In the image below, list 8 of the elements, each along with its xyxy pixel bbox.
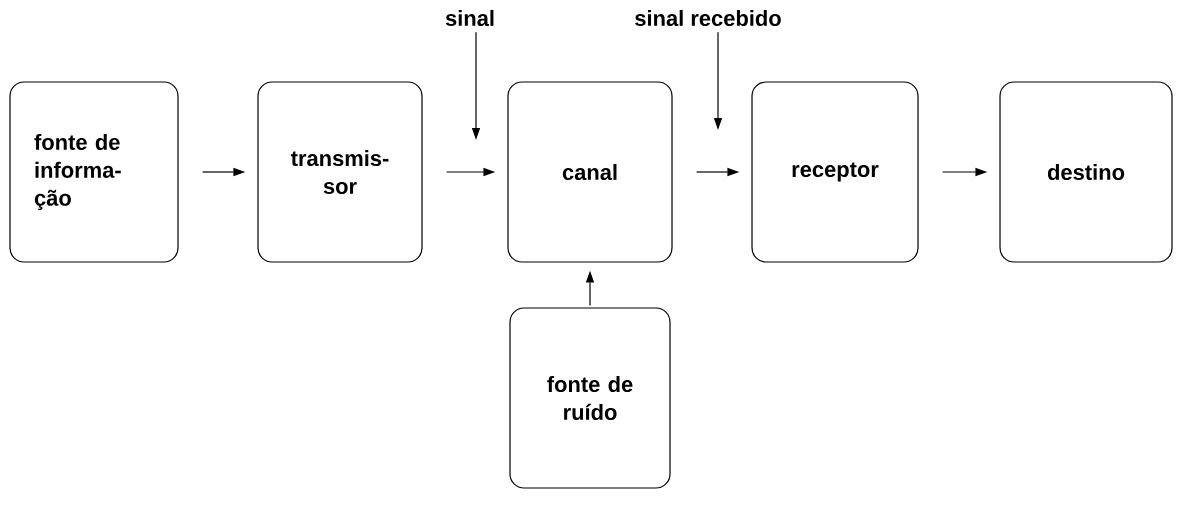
process-box: transmis- sor — [257, 81, 423, 263]
process-box: fonte de informa- ção — [9, 81, 179, 263]
signal-label: sinal recebido — [635, 9, 781, 27]
process-box: destino — [999, 81, 1173, 263]
signal-label: sinal — [445, 9, 494, 27]
process-box: fonte de ruído — [509, 307, 671, 489]
process-box: receptor — [751, 81, 919, 263]
process-box: canal — [507, 81, 673, 263]
